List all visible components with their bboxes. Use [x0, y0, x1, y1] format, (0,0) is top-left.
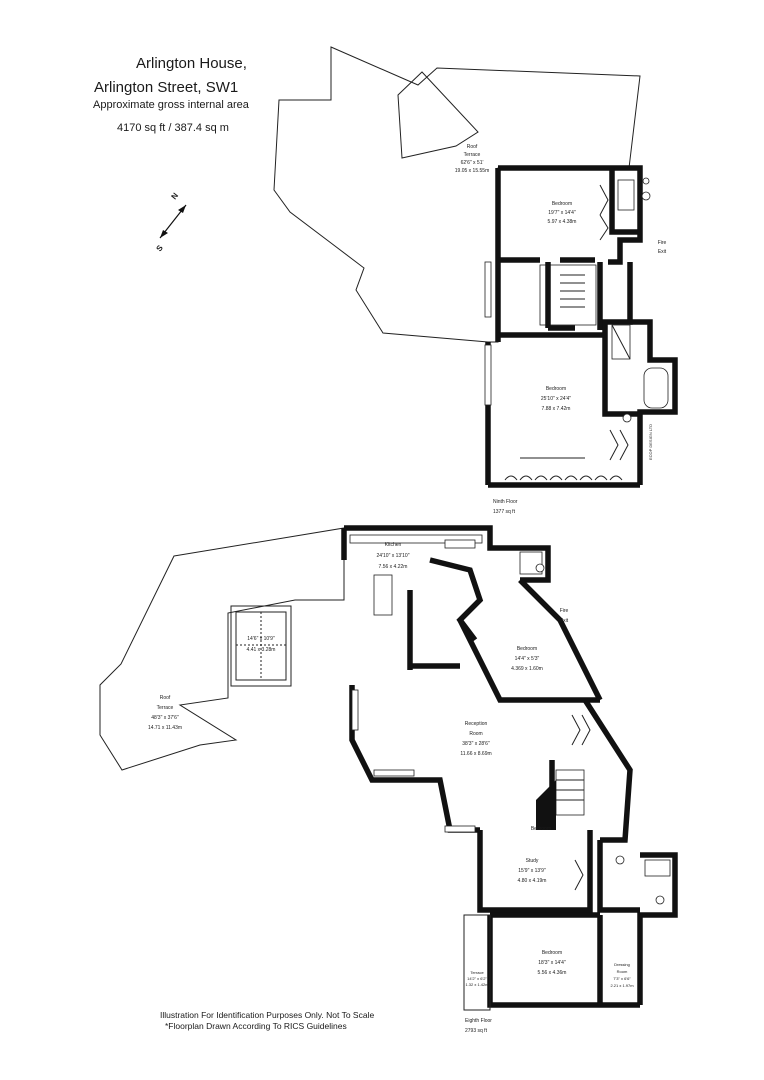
ninth-roof-terrace-name2: Terrace [464, 152, 481, 158]
eighth-dressing-name2: Room [617, 969, 628, 974]
footer-rics-note: *Floorplan Drawn According To RICS Guide… [165, 1021, 347, 1031]
eighth-fire-exit2: Exit [560, 618, 569, 624]
area-subtitle: Approximate gross internal area [93, 99, 250, 111]
compass-north: N [169, 191, 180, 201]
ninth-floor-label: Ninth Floor [493, 499, 518, 505]
eighth-reception-name2: Room [469, 731, 482, 737]
eighth-study-imperial: 15'9" x 13'9" [518, 868, 546, 874]
eighth-terrace [463, 914, 491, 1011]
ninth-roof-structure [397, 71, 479, 159]
eighth-terrace-imperial: 14'2" x 6'2" [467, 976, 487, 981]
eighth-floor-plan: Kitchen 24'10" x 13'10" 7.56 x 4.22m 14'… [99, 525, 678, 1034]
compass-icon: N S [154, 191, 187, 253]
eighth-dressing-name1: Dressing [614, 962, 630, 967]
eighth-roof-terrace-name1: Roof [160, 695, 171, 701]
ninth-bedroom2-imperial: 25'10" x 24'4" [541, 396, 571, 402]
eighth-kitchen-name: Kitchen [385, 542, 402, 548]
ninth-roof-terrace-imperial: 62'6" x 51' [461, 160, 484, 166]
eighth-study-walls [477, 830, 593, 913]
eighth-floor-area: 2793 sq ft [465, 1028, 488, 1034]
eighth-kitchen-imperial: 24'10" x 13'10" [377, 553, 410, 559]
ninth-bedroom1-walls [498, 165, 643, 265]
eighth-roof-terrace-imperial: 48'3" x 37'6" [151, 715, 179, 721]
eighth-reception-walls [349, 685, 480, 833]
ninth-bedroom1-imperial: 19'7" x 14'4" [548, 210, 576, 216]
ninth-floor-area: 1377 sq ft [493, 509, 516, 515]
ninth-bedroom2-metric: 7.88 x 7.42m [542, 406, 571, 412]
ninth-roof-terrace-outline [273, 46, 641, 343]
total-area: 4170 sq ft / 387.4 sq m [117, 122, 229, 134]
ninth-floor-plan: Roof Terrace 62'6" x 51' 19.05 x 15.55m … [273, 46, 678, 515]
ninth-roof-terrace-metric: 19.05 x 15.55m [455, 168, 489, 174]
eighth-reception-name1: Reception [465, 721, 488, 727]
eighth-study-name: Study [526, 858, 539, 864]
compass-south: S [154, 243, 165, 253]
eighth-dressing-metric: 2.21 x 1.97m [610, 983, 634, 988]
ninth-bedroom1-metric: 5.97 x 4.38m [548, 219, 577, 225]
ninth-fire-exit1: Fire [658, 240, 667, 246]
eighth-roof-terrace-outline [99, 527, 345, 771]
eighth-terrace-name: Terrace [470, 970, 484, 975]
eighth-reception-metric: 11.66 x 8.69m [460, 751, 491, 757]
eighth-reception-imperial: 38'3" x 28'6" [462, 741, 490, 747]
eighth-kitchen-walls [344, 525, 500, 551]
eighth-conservatory [230, 605, 292, 687]
eighth-bedroom-main-metric: 5.56 x 4.36m [538, 970, 567, 976]
eighth-dressing-imperial: 7'3" x 6'6" [613, 976, 631, 981]
property-title-line1: Arlington House, [136, 55, 247, 72]
eighth-bedroom-small-imperial: 14'4" x 5'3" [515, 656, 540, 662]
eighth-conservatory-metric: 4.41 x 3.28m [247, 647, 276, 653]
eighth-study-metric: 4.80 x 4.19m [518, 878, 547, 884]
eighth-fire-exit1: Fire [560, 608, 569, 614]
ninth-roof-terrace-name1: Roof [467, 144, 478, 150]
eighth-kitchen-metric: 7.56 x 4.22m [379, 564, 408, 570]
ninth-bedroom2-name: Bedroom [546, 386, 566, 392]
eighth-bedroom-main-name: Bedroom [542, 950, 562, 956]
eighth-roof-terrace-name2: Terrace [157, 705, 174, 711]
designer-watermark: ECOP DESIGN LTD [648, 424, 653, 460]
ninth-fire-exit2: Exit [658, 249, 667, 255]
eighth-bedroom-small-metric: 4.369 x 1.60m [511, 666, 543, 672]
eighth-roof-terrace-metric: 14.71 x 11.43m [148, 725, 182, 731]
ninth-bedroom1-name: Bedroom [552, 201, 572, 207]
eighth-bedroom-main-imperial: 18'3" x 14'4" [538, 960, 566, 966]
property-title-line2: Arlington Street, SW1 [94, 79, 238, 96]
eighth-terrace-metric: 1.32 x 1.42m [465, 982, 489, 987]
eighth-conservatory-imperial: 14'6" x 10'9" [247, 636, 275, 642]
footer-disclaimer: Illustration For Identification Purposes… [160, 1010, 374, 1020]
eighth-bedroom-small-name: Bedroom [517, 646, 537, 652]
eighth-floor-label: Eighth Floor [465, 1018, 492, 1024]
eighth-bedroom-mid-name: Bedroom [531, 826, 551, 832]
